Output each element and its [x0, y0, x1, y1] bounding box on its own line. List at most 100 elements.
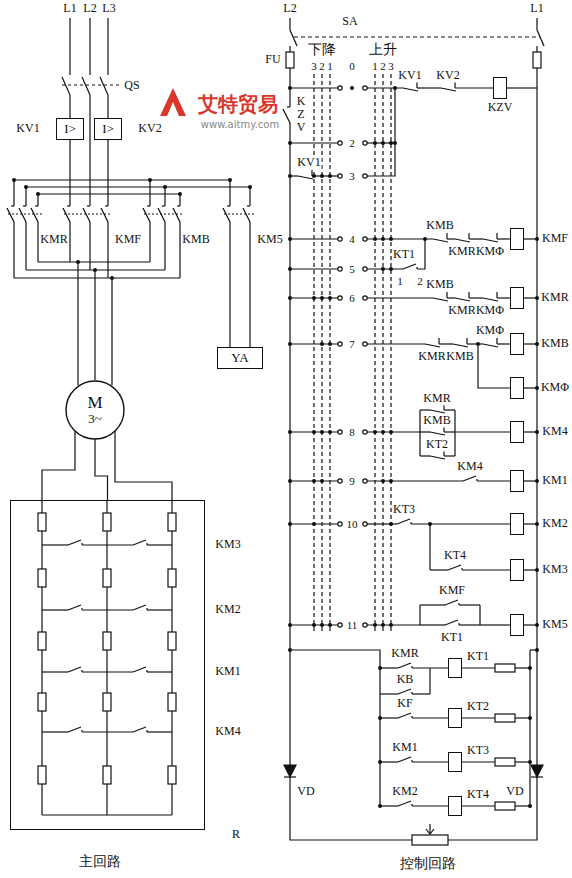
position-number: 11 — [346, 619, 359, 631]
switch-terminal — [338, 86, 342, 90]
wire — [77, 262, 78, 385]
component-label: KT4 — [443, 549, 467, 562]
junction-dot — [93, 268, 97, 272]
wire — [11, 205, 14, 206]
component-label: KM3 — [542, 563, 567, 576]
wire — [430, 569, 448, 570]
component-label: KT3 — [392, 503, 416, 516]
component-label: KM2 — [542, 517, 567, 530]
position-number: 7 — [348, 338, 356, 350]
wire — [468, 233, 469, 239]
junction-dot — [320, 430, 324, 434]
wire — [290, 268, 338, 269]
component-label: R — [232, 828, 240, 841]
junction-dot — [320, 342, 324, 346]
component-body — [168, 513, 176, 531]
component-label: KMΦ — [541, 381, 569, 394]
node-text: I> — [102, 122, 114, 136]
overcurrent-relay: I>KV2 — [94, 118, 122, 140]
component-body — [412, 835, 448, 845]
component-label: KT2 — [425, 438, 449, 451]
junction-dot — [312, 430, 316, 434]
terminal-label: L1 — [529, 2, 544, 15]
switch-terminal — [363, 522, 367, 526]
wire — [429, 824, 430, 834]
wire — [223, 208, 230, 222]
wire — [147, 609, 172, 610]
wire — [483, 239, 498, 242]
watermark: 艾特贸易 — [197, 93, 279, 115]
component-body — [168, 632, 176, 650]
contactor-coil: KM1 — [510, 470, 524, 492]
wire — [398, 689, 411, 694]
junction-dot — [24, 185, 28, 189]
component-label: KMB — [425, 278, 454, 291]
component-body — [103, 569, 111, 587]
wire — [158, 208, 165, 222]
junction-dot — [535, 386, 539, 390]
junction-dot — [378, 804, 382, 808]
switch-terminal — [338, 296, 342, 300]
wire — [419, 605, 420, 625]
wire — [87, 205, 90, 206]
component-body — [495, 802, 515, 810]
resistor-bank: R — [10, 500, 205, 830]
wire — [367, 431, 420, 432]
component-body — [495, 758, 515, 766]
wire — [382, 74, 383, 632]
wire — [454, 410, 455, 456]
contactor-coil: KM4 — [510, 421, 524, 443]
wire — [82, 731, 133, 732]
wire — [412, 717, 448, 718]
junction-dot — [378, 760, 382, 764]
junction-dot — [288, 296, 292, 300]
junction-dot — [288, 430, 292, 434]
wire — [25, 222, 26, 270]
wire — [105, 205, 108, 206]
wire — [462, 761, 495, 762]
wire — [469, 297, 483, 298]
wire — [367, 523, 397, 524]
rotor-lead — [115, 431, 172, 500]
junction-dot — [288, 342, 292, 346]
junction-dot — [288, 623, 292, 627]
position-number: 3 — [348, 170, 356, 182]
component-body — [495, 714, 515, 722]
wire — [89, 18, 90, 75]
wire — [68, 540, 81, 545]
wire — [94, 270, 95, 380]
position-number: 8 — [348, 426, 356, 438]
junction-dot — [535, 648, 539, 652]
junction-dot — [328, 296, 332, 300]
component-label: KV1 — [397, 69, 422, 82]
wire — [463, 476, 476, 481]
component-label: KMR — [422, 392, 451, 405]
wire — [63, 208, 70, 222]
wire — [229, 180, 230, 206]
wire — [537, 30, 544, 46]
wire — [430, 432, 445, 435]
junction-dot — [36, 192, 40, 196]
component-label: FU — [264, 53, 281, 66]
wire — [420, 604, 445, 605]
junction-dot — [12, 178, 16, 182]
junction-dot — [320, 623, 324, 627]
component-label: KMF — [542, 232, 568, 245]
switch-terminal — [338, 237, 342, 241]
wire — [515, 667, 530, 668]
component-label: KT3 — [467, 744, 489, 757]
diode-symbol — [531, 765, 543, 777]
junction-dot — [163, 185, 167, 189]
wire — [462, 667, 495, 668]
component-label: KMB — [425, 219, 454, 232]
terminal-label: L2 — [82, 2, 97, 15]
component-label: KMB — [181, 233, 210, 246]
wire — [367, 268, 403, 269]
wire — [430, 456, 445, 459]
switch-terminal — [338, 141, 342, 145]
junction-dot — [535, 568, 539, 572]
connectors — [42, 431, 172, 500]
component-label: QS — [123, 79, 140, 92]
junction-dot — [535, 237, 539, 241]
